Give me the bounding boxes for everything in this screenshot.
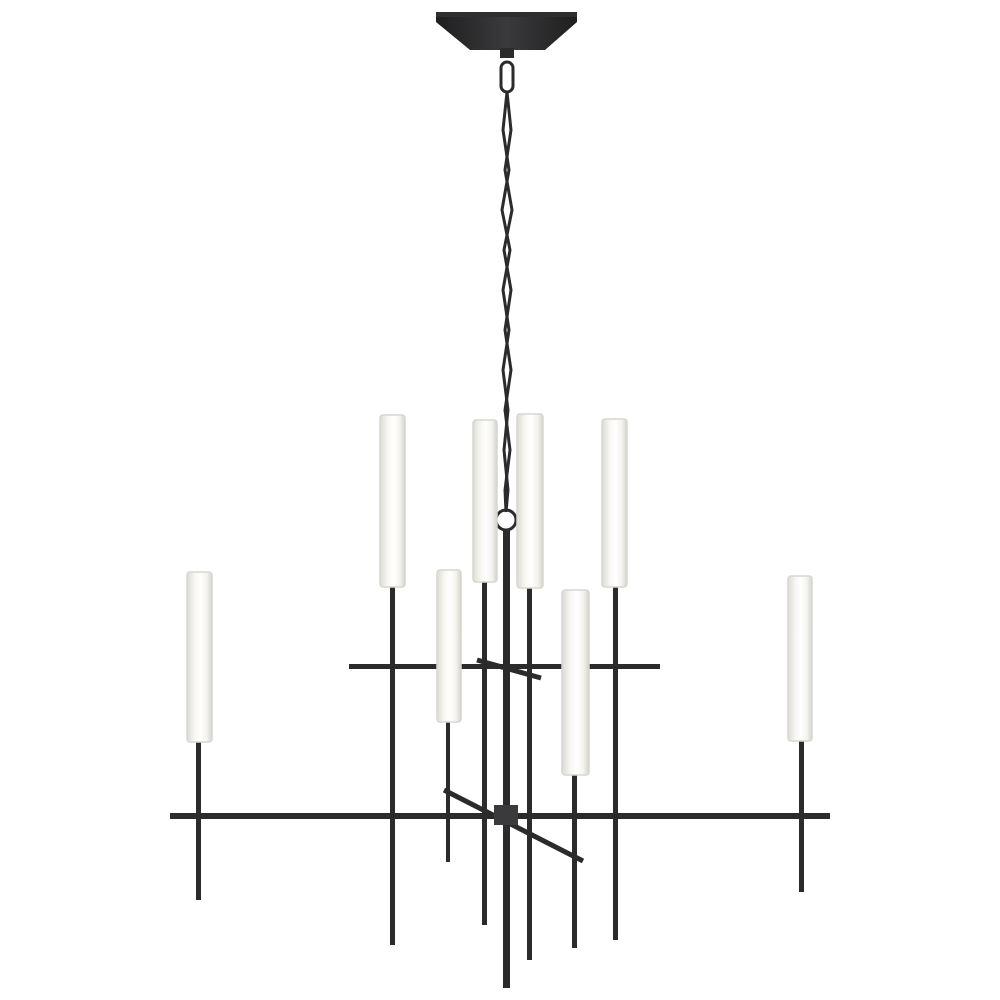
glass-shade	[561, 589, 590, 776]
glass-shade	[787, 575, 813, 742]
glass-shade	[472, 419, 498, 583]
ceiling-canopy	[436, 12, 577, 58]
glass-shade	[379, 414, 406, 588]
hanging-chain	[494, 60, 518, 532]
glass-shade	[601, 418, 628, 588]
glass-shade	[436, 569, 462, 723]
lower-crossbar	[170, 787, 830, 864]
center-stem	[503, 530, 510, 988]
arm-rods	[196, 580, 804, 960]
glass-shade	[186, 571, 213, 743]
glass-shade	[516, 413, 544, 589]
glass-shades	[186, 413, 813, 776]
